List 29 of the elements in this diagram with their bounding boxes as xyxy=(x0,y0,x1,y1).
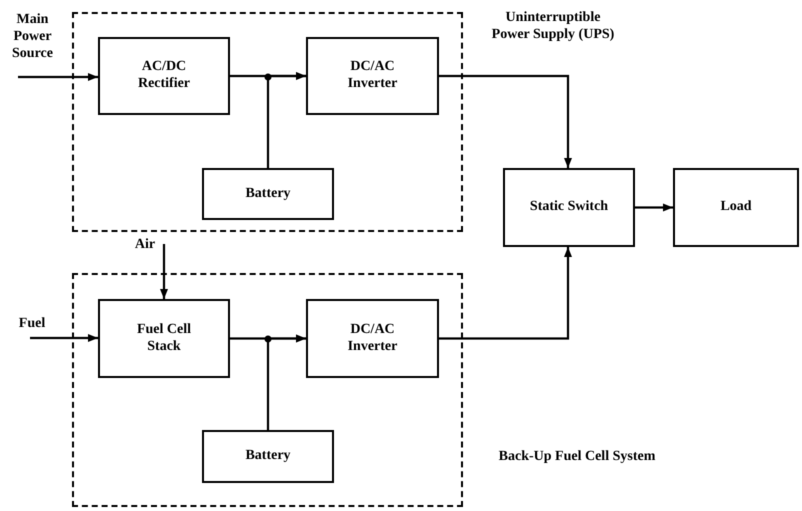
block-label: Battery xyxy=(245,186,291,202)
inverter-block xyxy=(306,299,439,378)
block-label: DC/AC Inverter xyxy=(346,59,398,93)
arrow xyxy=(160,244,168,299)
block-label: AC/DC Rectifier xyxy=(136,59,192,93)
rectifier-block xyxy=(98,37,230,115)
switch-block xyxy=(503,168,635,247)
fuel-cell-block xyxy=(98,299,230,378)
arrow xyxy=(439,247,572,340)
battery-block xyxy=(202,168,334,220)
block-label: DC/AC Inverter xyxy=(346,322,398,356)
block-label: Battery xyxy=(245,448,291,465)
arrow xyxy=(18,73,98,81)
arrow xyxy=(30,334,98,342)
arrow xyxy=(635,204,673,212)
input-label: Main Power Source xyxy=(3,12,62,77)
arrow xyxy=(266,334,306,430)
arrow xyxy=(266,72,306,168)
arrow xyxy=(439,74,572,168)
block-label: Static Switch xyxy=(530,199,608,216)
group-title: Back-Up Fuel Cell System xyxy=(498,449,656,466)
block-label: Load xyxy=(720,199,752,216)
group-title: Uninterruptible Power Supply (UPS) xyxy=(490,10,616,44)
load-block xyxy=(673,168,799,247)
block-label: Fuel Cell Stack xyxy=(136,322,192,356)
inverter-block xyxy=(306,37,439,115)
input-label: Fuel xyxy=(12,316,52,338)
input-label: Air xyxy=(126,237,164,256)
battery-block xyxy=(202,430,334,483)
